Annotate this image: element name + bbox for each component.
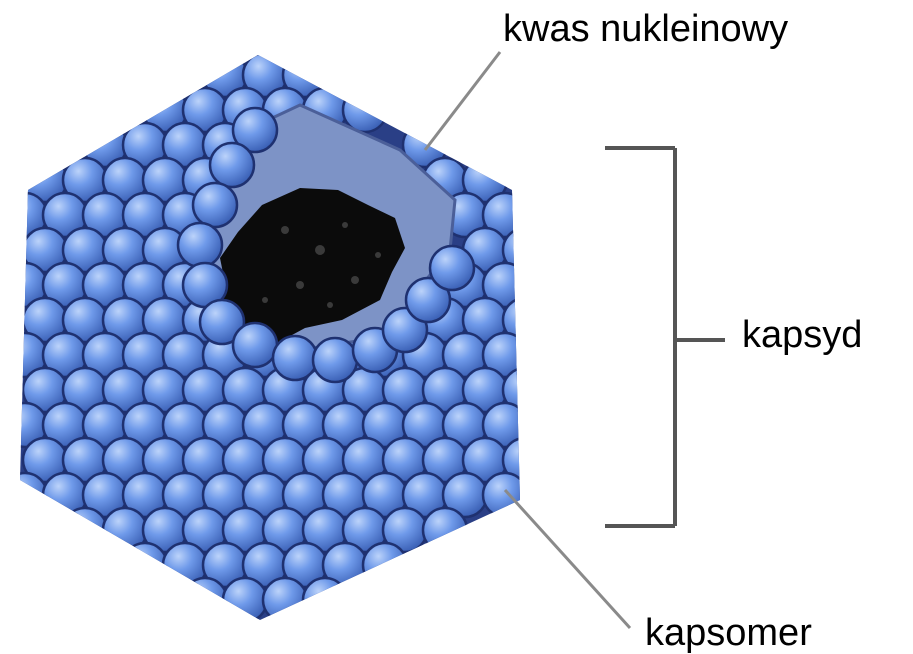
capsomer-sphere [313, 338, 357, 382]
capsomer-sphere [273, 336, 317, 380]
capsomer-sphere [193, 183, 237, 227]
capsomer-sphere [183, 578, 227, 622]
capsomer-sphere [233, 323, 277, 367]
capsomer-sphere [343, 88, 387, 132]
capsomer-sphere [3, 473, 47, 517]
capsomer-sphere [263, 578, 307, 622]
capsomer-label: kapsomer [645, 614, 812, 652]
capsomer-sphere [363, 543, 407, 587]
capsomer-leader-line [505, 490, 630, 628]
nucleic-acid-leader-line [425, 52, 500, 150]
capsomer-sphere [178, 223, 222, 267]
capsid-label: kapsyd [742, 316, 862, 354]
capsomer-sphere [123, 543, 167, 587]
capsomer-sphere [430, 246, 474, 290]
capsomer-sphere [423, 508, 467, 552]
capsomer-sphere [63, 508, 107, 552]
capsomer-sphere [223, 578, 267, 622]
capsid-bracket [605, 148, 725, 526]
nucleic-acid-label: kwas nukleinowy [503, 10, 788, 48]
capsomer-sphere [210, 143, 254, 187]
capsomer-sphere [483, 473, 527, 517]
capsomer-sphere [303, 578, 347, 622]
